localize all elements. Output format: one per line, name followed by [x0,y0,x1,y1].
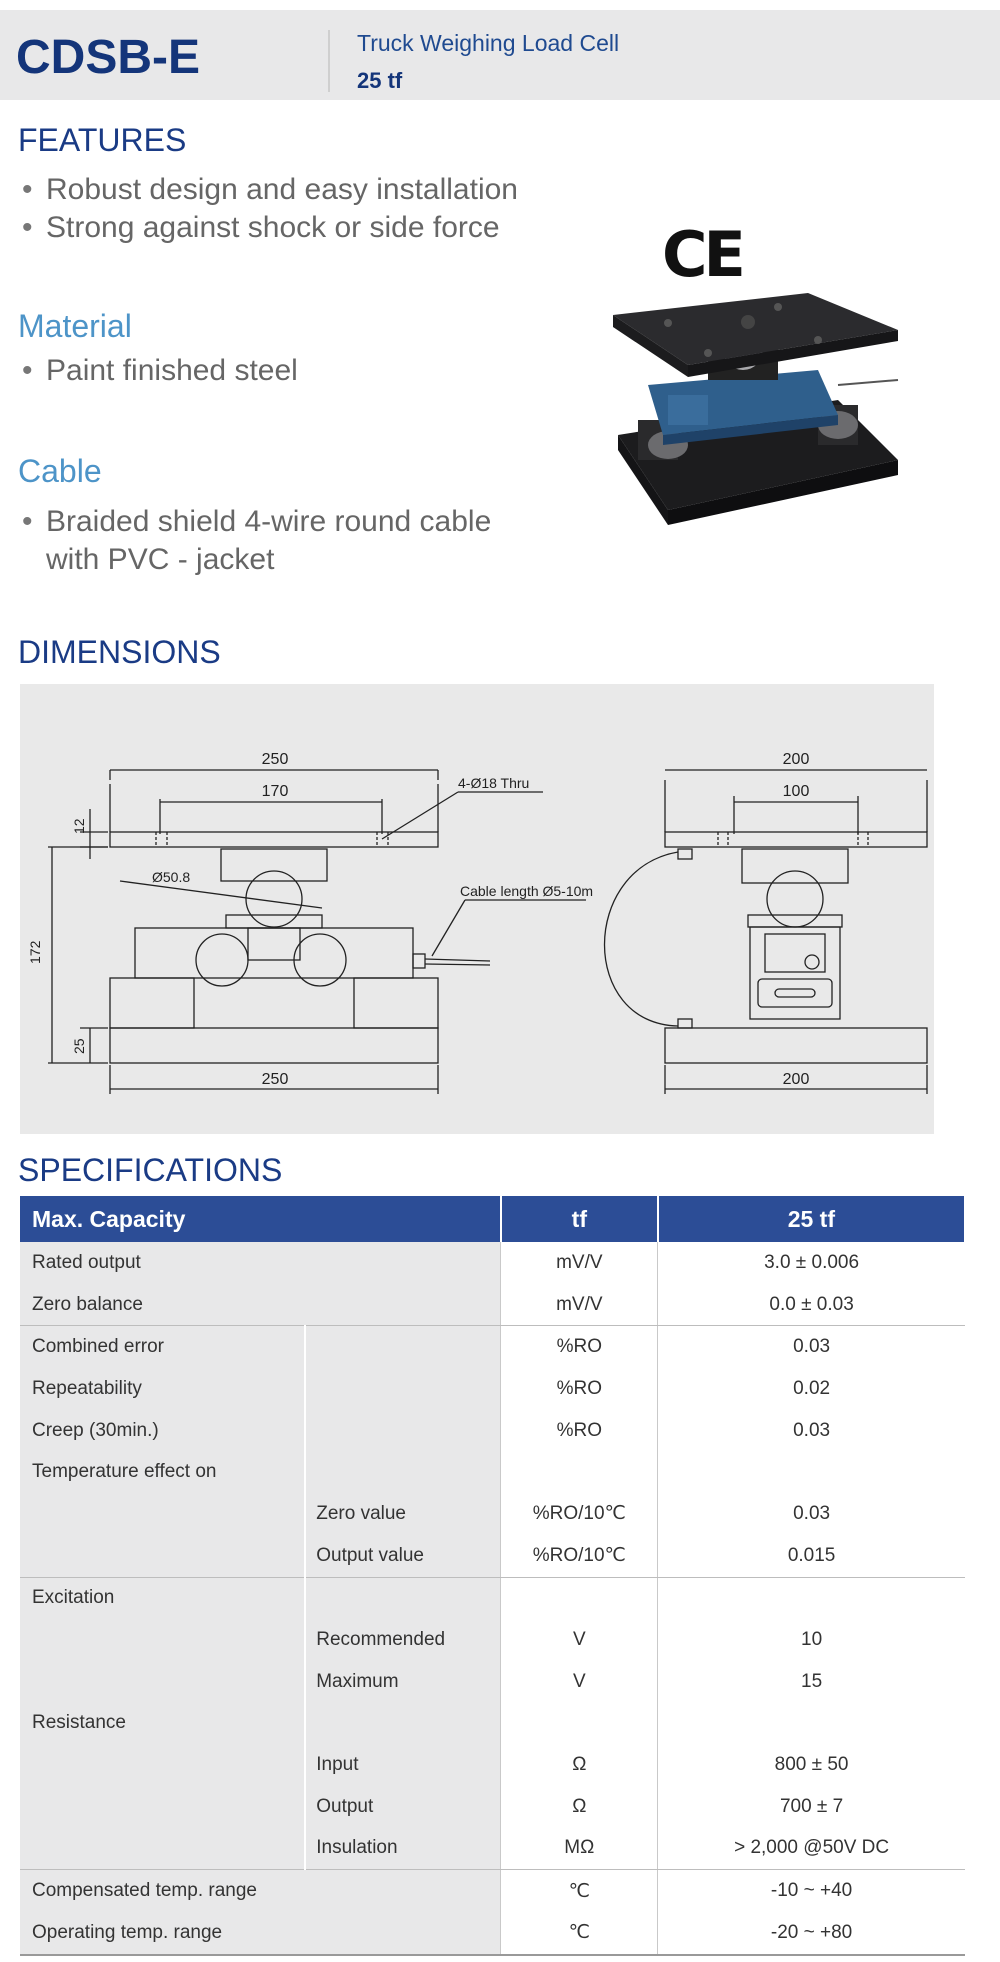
header-unit: tf [500,1196,659,1242]
table-row: Combined error %RO 0.03 [20,1325,965,1369]
table-row: Temperature effect on [20,1451,965,1494]
header-divider [328,30,330,92]
table-header-row: Max. Capacity tf 25 tf [20,1196,967,1242]
dim-label: 200 [783,1071,810,1088]
dim-label: 12 [71,818,87,834]
material-title: Material [18,308,132,344]
table-row: Output value %RO/10℃ 0.015 [20,1534,965,1578]
table-row: Resistance [20,1702,965,1745]
table-row: Rated output mV/V 3.0 ± 0.006 [20,1242,965,1284]
table-row: Maximum V 15 [20,1660,965,1703]
table-row: Insulation MΩ > 2,000 @50V DC [20,1827,965,1871]
dim-label: 172 [27,940,43,964]
table-row: Excitation [20,1577,965,1620]
dim-label: 25 [71,1038,87,1054]
material-item: •Paint finished steel [22,354,298,387]
feature-item: •Robust design and easy installation [22,173,518,206]
dim-label: 250 [262,751,289,768]
dimension-drawing: 250 170 4-Ø18 Thru 12 Ø50.8 172 25 250 C… [20,684,934,1134]
table-row: Repeatability %RO 0.02 [20,1368,965,1410]
table-row: Compensated temp. range ℃ -10 ~ +40 [20,1869,965,1912]
product-photo [613,293,899,525]
header-capacity-label: Max. Capacity [20,1196,502,1242]
dim-label: 100 [783,783,810,800]
dim-label: Cable length Ø5-10m [460,883,593,899]
dim-label: 250 [262,1071,289,1088]
table-row: Operating temp. range ℃ -20 ~ +80 [20,1912,965,1956]
cable-item: •Braided shield 4-wire round cable with … [22,505,492,576]
dim-label: 4-Ø18 Thru [458,775,529,791]
dimensions-title: DIMENSIONS [18,634,221,670]
dim-label: Ø50.8 [152,869,190,885]
table-row: Zero balance mV/V 0.0 ± 0.03 [20,1283,965,1327]
model-name: CDSB-E [16,31,201,84]
feature-item: •Strong against shock or side force [22,211,500,244]
table-row: Creep (30min.) %RO 0.03 [20,1409,965,1452]
table-row: Output Ω 700 ± 7 [20,1785,965,1828]
product-subtitle: Truck Weighing Load Cell [357,30,620,56]
features-title: FEATURES [18,122,187,158]
specifications-title: SPECIFICATIONS [18,1152,283,1188]
table-row: Zero value %RO/10℃ 0.03 [20,1493,965,1535]
header-value: 25 tf [657,1196,967,1242]
table-row: Recommended V 10 [20,1619,965,1661]
cable-title: Cable [18,453,102,489]
table-row: Input Ω 800 ± 50 [20,1744,965,1786]
dim-label: 170 [262,783,289,800]
header-bar: CDSB-E Truck Weighing Load Cell 25 tf [0,10,1000,100]
dim-label: 200 [783,751,810,768]
ce-mark-icon: CE [662,218,746,291]
specifications-table: Max. Capacity tf 25 tf Rated output mV/V… [20,1196,967,1956]
product-capacity: 25 tf [357,68,403,93]
